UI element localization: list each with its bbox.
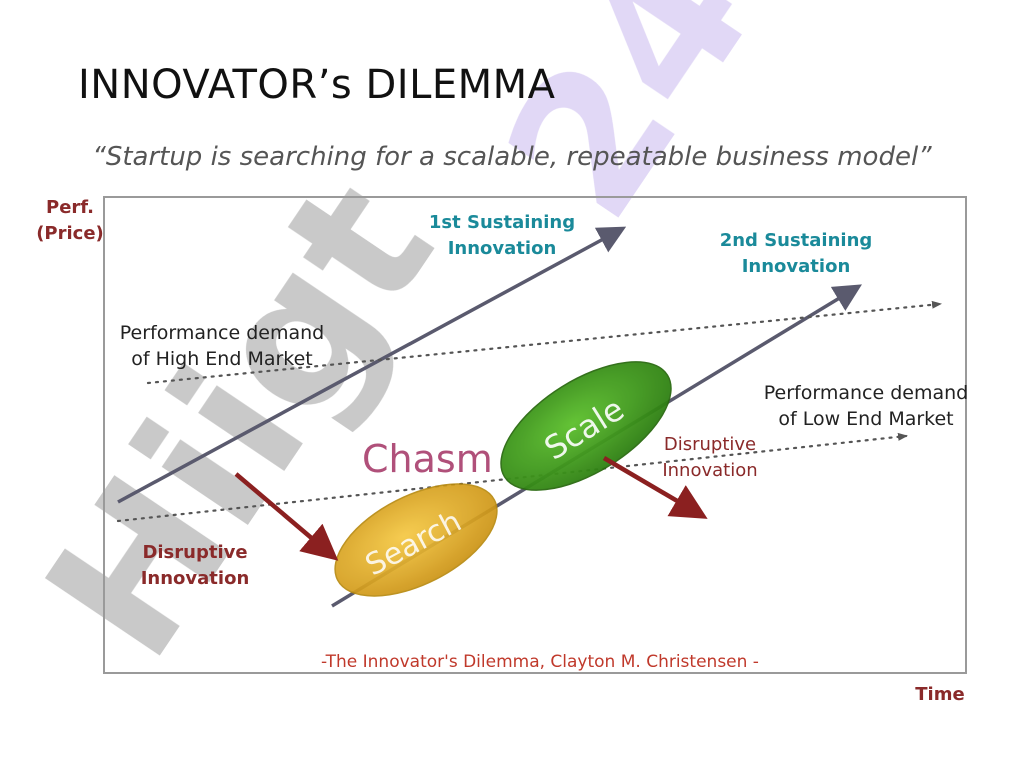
sustaining-1-label: 1st Sustaining Innovation <box>414 210 590 262</box>
disruptive-left-line1: Disruptive <box>142 542 248 563</box>
disruptive-right-line1: Disruptive <box>663 434 757 455</box>
disruptive-innovation-label-right: Disruptive Innovation <box>648 432 772 484</box>
sustaining-1-label-line2: Innovation <box>447 238 557 259</box>
disruptive-arrow-left <box>234 472 339 561</box>
disruptive-left-line2: Innovation <box>140 568 250 589</box>
x-axis-label: Time <box>915 684 965 705</box>
high-end-demand-label-line1: Performance demand <box>119 322 325 344</box>
sustaining-1-label-line1: 1st Sustaining <box>428 212 576 233</box>
disruptive-right-line2: Innovation <box>662 460 758 481</box>
chart-frame <box>103 196 967 674</box>
y-axis-label: Perf. (Price) <box>28 195 112 247</box>
y-axis-label-line1: Perf. <box>46 197 94 218</box>
sustaining-2-label: 2nd Sustaining Innovation <box>700 228 892 280</box>
sustaining-2-label-line1: 2nd Sustaining <box>719 230 873 251</box>
low-end-demand-label-line2: of Low End Market <box>778 408 954 430</box>
y-axis-label-line2: (Price) <box>36 223 104 244</box>
high-end-demand-label-line2: of High End Market <box>131 348 313 370</box>
scale-ellipse <box>500 361 672 491</box>
high-end-demand-label: Performance demand of High End Market <box>100 320 344 372</box>
high-end-demand-line <box>146 300 942 385</box>
citation: -The Innovator's Dilemma, Clayton M. Chr… <box>321 652 759 672</box>
search-ellipse <box>334 483 498 597</box>
disruptive-innovation-label-left: Disruptive Innovation <box>128 540 262 592</box>
page-title: INNOVATOR’s DILEMMA <box>78 62 556 108</box>
page-subtitle: “Startup is searching for a scalable, re… <box>92 142 932 172</box>
disruptive-arrow-right <box>602 456 708 519</box>
sustaining-1-arrow <box>117 226 627 504</box>
low-end-demand-label: Performance demand of Low End Market <box>746 380 986 432</box>
sustaining-2-label-line2: Innovation <box>741 256 851 277</box>
low-end-demand-label-line1: Performance demand <box>763 382 969 404</box>
chasm-label: Chasm <box>362 437 493 481</box>
